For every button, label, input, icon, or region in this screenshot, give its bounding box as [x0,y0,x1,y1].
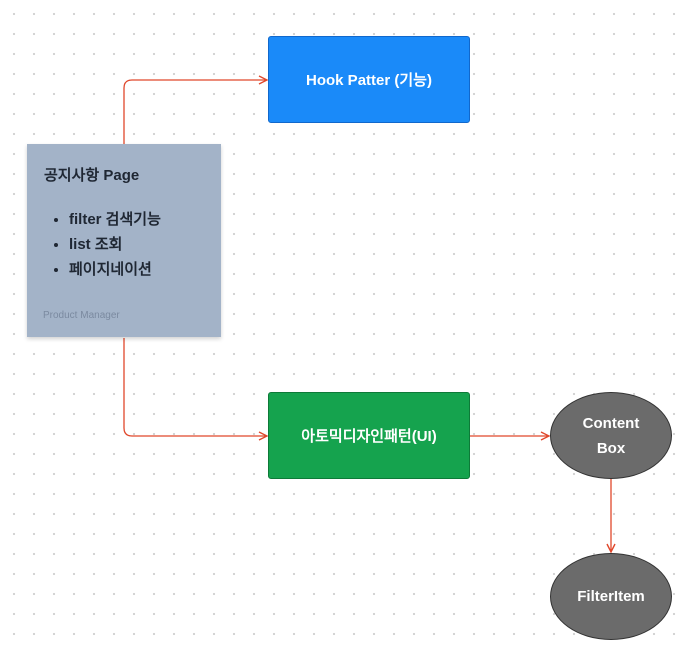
content-box-label: Content Box [582,414,640,457]
feature-pagination: 페이지네이션 [69,257,205,282]
content-box-node[interactable]: Content Box [550,392,672,479]
connector-card-to-hook [123,80,266,144]
notice-page-title: 공지사항 Page [44,167,140,184]
atomic-design-label: 아토믹디자인패턴(UI) [301,428,437,445]
feature-list: filter 검색기능 list 조회 페이지네이션 [43,207,205,282]
atomic-design-box[interactable]: 아토믹디자인패턴(UI) [268,392,470,479]
notice-page-card[interactable]: 공지사항 Page filter 검색기능 list 조회 페이지네이션 Pro… [27,144,221,337]
feature-list-view: list 조회 [69,232,205,257]
feature-filter-search: filter 검색기능 [69,207,205,232]
card-author-label: Product Manager [43,310,120,321]
connector-card-to-atomic [123,338,266,436]
filter-item-label: FilterItem [577,588,645,605]
filter-item-node[interactable]: FilterItem [550,553,672,640]
hook-pattern-box[interactable]: Hook Patter (기능) [268,36,470,123]
hook-pattern-label: Hook Patter (기능) [306,72,432,89]
